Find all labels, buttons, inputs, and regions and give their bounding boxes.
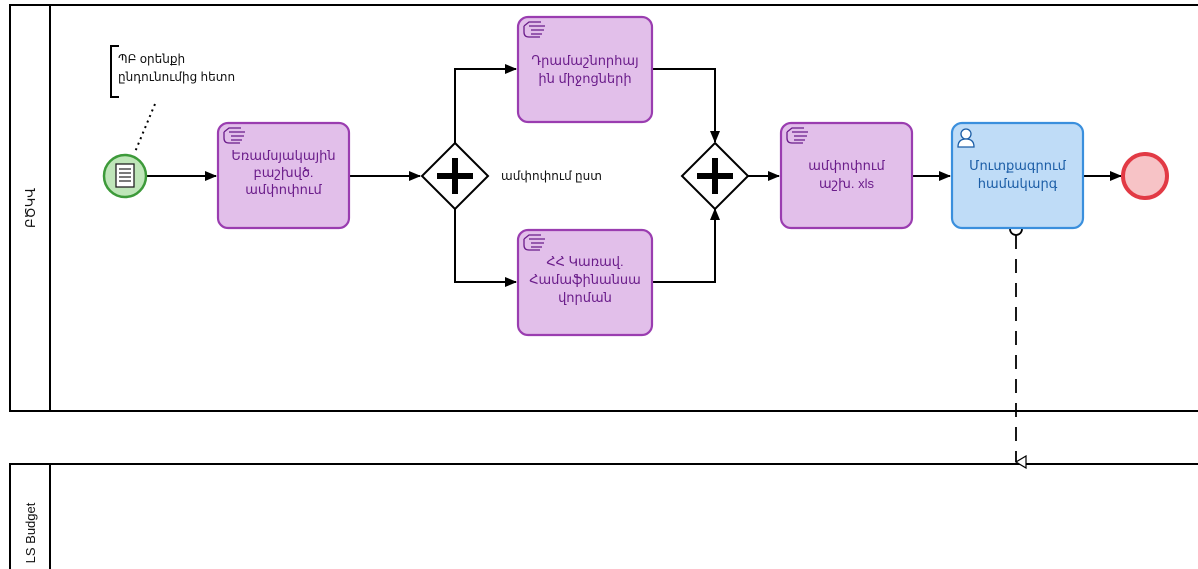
annotation-bracket: [110, 45, 119, 98]
task-line-2: Համաֆինանսա: [529, 272, 641, 287]
pool-budget-border: [9, 463, 1198, 569]
task-system-entry[interactable]: Մուտքագրում համակարգ: [950, 121, 1085, 230]
task-line-2: բաշխվծ.: [253, 165, 313, 180]
task-line-2: աշխ. xls: [819, 176, 874, 191]
user-icon: [957, 128, 975, 148]
task-box[interactable]: [950, 121, 1085, 230]
annotation-line-1: ՊԲ օրենքի: [118, 52, 185, 66]
task-line-3: ամփոփում: [245, 182, 322, 197]
parallel-gateway-split[interactable]: [420, 141, 490, 211]
hand-icon: [223, 127, 245, 144]
task-line-1: ՀՀ Կառավ.: [546, 254, 623, 269]
task-gov-cofinancing[interactable]: ՀՀ Կառավ. Համաֆինանսա վորման: [516, 228, 654, 337]
hand-icon: [523, 234, 545, 251]
hand-icon: [523, 21, 545, 38]
task-summary-xls[interactable]: ամփոփում աշխ. xls: [779, 121, 914, 230]
pool-budget: LS Budget: [9, 463, 1198, 569]
task-line-3: վորման: [558, 290, 612, 305]
task-box[interactable]: [779, 121, 914, 230]
task-line-1: ամփոփում: [808, 158, 885, 173]
plus-icon: [697, 158, 733, 194]
task-box[interactable]: [516, 15, 654, 124]
end-event-circle[interactable]: [1121, 152, 1169, 200]
document-icon: [115, 163, 135, 188]
task-quarterly-summary[interactable]: Եռամսյակային բաշխվծ. ամփոփում: [216, 121, 351, 230]
pool-main-label: ԲԾԿՎ: [23, 188, 38, 228]
pool-budget-label: LS Budget: [23, 502, 38, 563]
annotation-association: [134, 103, 156, 153]
task-line-2: համակարգ: [978, 176, 1058, 191]
flow-t3-to-join: [652, 208, 720, 283]
text-annotation: ՊԲ օրենքի ընդունումից հետո: [110, 45, 235, 153]
end-event[interactable]: [1121, 152, 1169, 200]
task-box[interactable]: [216, 121, 351, 230]
hand-icon: [786, 127, 808, 144]
task-line-1: Եռամսյակային: [231, 148, 335, 163]
flow-gateway-to-t3: [454, 208, 517, 287]
sequence-flows: [147, 64, 1122, 287]
gateway-label: ամփոփում ըստ: [501, 169, 602, 183]
task-line-1: Դրամաշնորհայ: [531, 53, 638, 68]
flow-gateway-to-t2: [454, 64, 517, 143]
task-box[interactable]: [516, 228, 654, 337]
flow-t2-to-join: [652, 68, 720, 143]
task-grant-funds[interactable]: Դրամաշնորհայ ին միջոցների: [516, 15, 654, 124]
annotation-line-2: ընդունումից հետո: [118, 70, 235, 84]
plus-icon: [437, 158, 473, 194]
parallel-gateway-join[interactable]: [680, 141, 750, 211]
task-line-2: ին միջոցների: [538, 71, 631, 86]
task-line-1: Մուտքագրում: [969, 158, 1066, 173]
start-event[interactable]: [102, 153, 148, 199]
